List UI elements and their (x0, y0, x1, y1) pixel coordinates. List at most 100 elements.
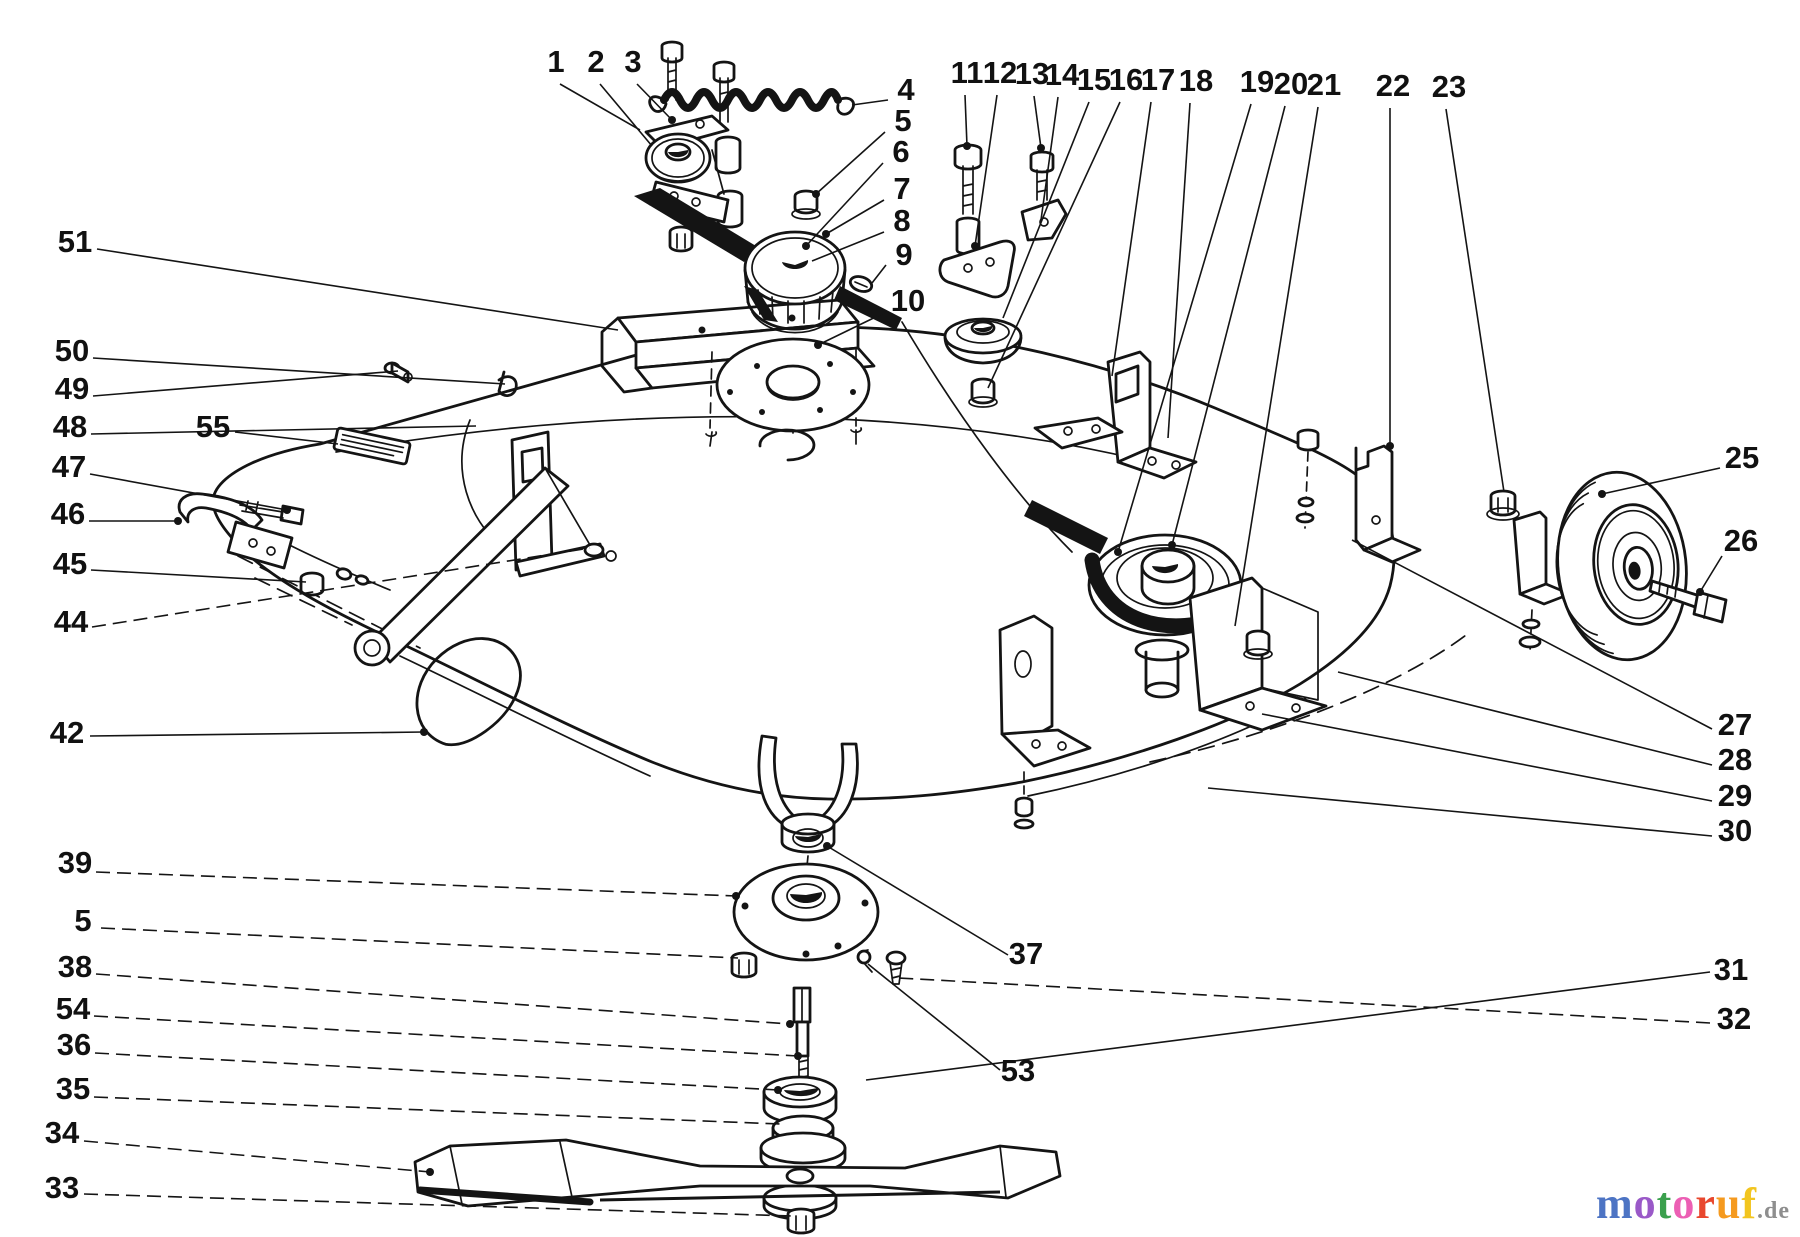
part-label-34: 34 (45, 1115, 80, 1150)
part-label-33: 33 (45, 1170, 79, 1205)
part-label-4: 4 (897, 72, 915, 107)
leader-line-33 (83, 1193, 793, 1217)
leader-line-28 (1337, 671, 1713, 766)
leader-dot-37 (823, 842, 831, 850)
mid-idler-assembly (938, 143, 1068, 408)
part-label-48: 48 (53, 409, 87, 444)
part-label-54: 54 (56, 991, 91, 1026)
watermark-letter: f (1741, 1179, 1757, 1228)
leader-line-8 (811, 231, 885, 262)
leader-line-51 (96, 248, 619, 331)
part-label-18: 18 (1179, 63, 1213, 98)
tension-spring (648, 88, 855, 116)
leader-line-42 (89, 731, 425, 737)
leader-line-47 (89, 473, 288, 511)
part-label-23: 23 (1432, 69, 1466, 104)
part-label-21: 21 (1307, 67, 1341, 102)
spindle-adapter-plate (705, 337, 871, 462)
leader-line-20 (1171, 105, 1286, 546)
motoruf-watermark-logo: motoruf.de (1596, 1178, 1790, 1229)
part-label-10: 10 (891, 283, 925, 318)
hook-bracket (1354, 444, 1422, 564)
part-label-46: 46 (51, 496, 85, 531)
watermark-letter: o (1633, 1179, 1657, 1228)
leader-line-39 (95, 871, 737, 897)
part-label-14: 14 (1045, 57, 1080, 92)
part-label-50: 50 (55, 333, 89, 368)
leader-dot-20 (1168, 541, 1176, 549)
axle-bolt (1648, 579, 1728, 624)
leader-line-53 (867, 963, 1001, 1071)
leader-line-15 (1002, 101, 1090, 319)
leader-line-49 (92, 370, 399, 397)
leader-line-44 (91, 547, 591, 628)
axle-flange-nut (1486, 489, 1520, 521)
idler-arm-assembly (644, 40, 744, 253)
leader-line-4 (851, 99, 889, 106)
leader-dot-38 (786, 1020, 794, 1028)
center-spindle-assembly (730, 734, 907, 1235)
cutting-blade (413, 1138, 1062, 1208)
wheel-support-bracket (1512, 510, 1572, 653)
leader-line-14 (1040, 96, 1059, 221)
part-label-27: 27 (1718, 707, 1752, 742)
part-label-22: 22 (1376, 68, 1410, 103)
leader-dot-13 (1037, 144, 1045, 152)
part-label-8: 8 (893, 203, 910, 238)
gauge-wheel (1555, 470, 1688, 662)
part-label-20: 20 (1274, 66, 1308, 101)
part-label-47: 47 (52, 449, 86, 484)
leader-line-50 (92, 357, 506, 385)
part-label-26: 26 (1724, 523, 1758, 558)
leader-line-26 (1699, 555, 1723, 593)
leader-line-11 (964, 94, 968, 147)
leader-line-55 (234, 431, 339, 445)
leader-dot-46 (174, 517, 182, 525)
spindle-pulley-assembly (998, 500, 1328, 830)
part-label-32: 32 (1717, 1001, 1751, 1036)
leader-line-30 (1207, 787, 1713, 837)
leader-dot-7 (822, 230, 830, 238)
leader-line-45 (90, 569, 307, 583)
leader-dot-22 (1386, 442, 1394, 450)
part-label-6: 6 (892, 134, 909, 169)
leader-dot-36 (774, 1086, 782, 1094)
part-label-49: 49 (55, 371, 89, 406)
watermark-letter: t (1656, 1179, 1673, 1228)
part-label-28: 28 (1718, 742, 1752, 777)
leader-line-38 (95, 973, 791, 1025)
rear-hanger-bracket (1106, 350, 1198, 480)
part-label-30: 30 (1718, 813, 1752, 848)
part-label-9: 9 (895, 237, 912, 272)
part-label-38: 38 (58, 949, 92, 984)
part-label-45: 45 (53, 546, 87, 581)
leader-dot-39 (732, 892, 740, 900)
part-label-5b: 5 (74, 903, 91, 938)
part-label-16: 16 (1109, 62, 1143, 97)
part-label-42: 42 (50, 715, 84, 750)
engine-pulley-assembly (634, 188, 902, 334)
leader-dot-47 (283, 506, 291, 514)
part-label-25: 25 (1725, 440, 1759, 475)
leader-line-29 (1261, 713, 1713, 802)
leader-dot-12 (971, 242, 979, 250)
deck-mount-plate (1033, 416, 1124, 450)
leader-line-2 (599, 83, 653, 147)
leader-line-5b (100, 927, 739, 959)
part-label-37: 37 (1009, 936, 1043, 971)
front-hanger-bracket (177, 492, 370, 597)
part-label-31: 31 (1714, 952, 1748, 987)
part-label-1: 1 (547, 44, 564, 79)
watermark-letter: o (1672, 1179, 1696, 1228)
leader-dot-11 (963, 142, 971, 150)
part-label-36: 36 (57, 1027, 91, 1062)
leader-dot-54 (794, 1052, 802, 1060)
part-label-7: 7 (893, 171, 910, 206)
leader-line-17 (1111, 101, 1152, 377)
watermark-letter: r (1695, 1179, 1716, 1228)
leader-dot-42 (420, 728, 428, 736)
leader-line-13 (1033, 95, 1042, 149)
leader-line-18 (1167, 102, 1191, 439)
